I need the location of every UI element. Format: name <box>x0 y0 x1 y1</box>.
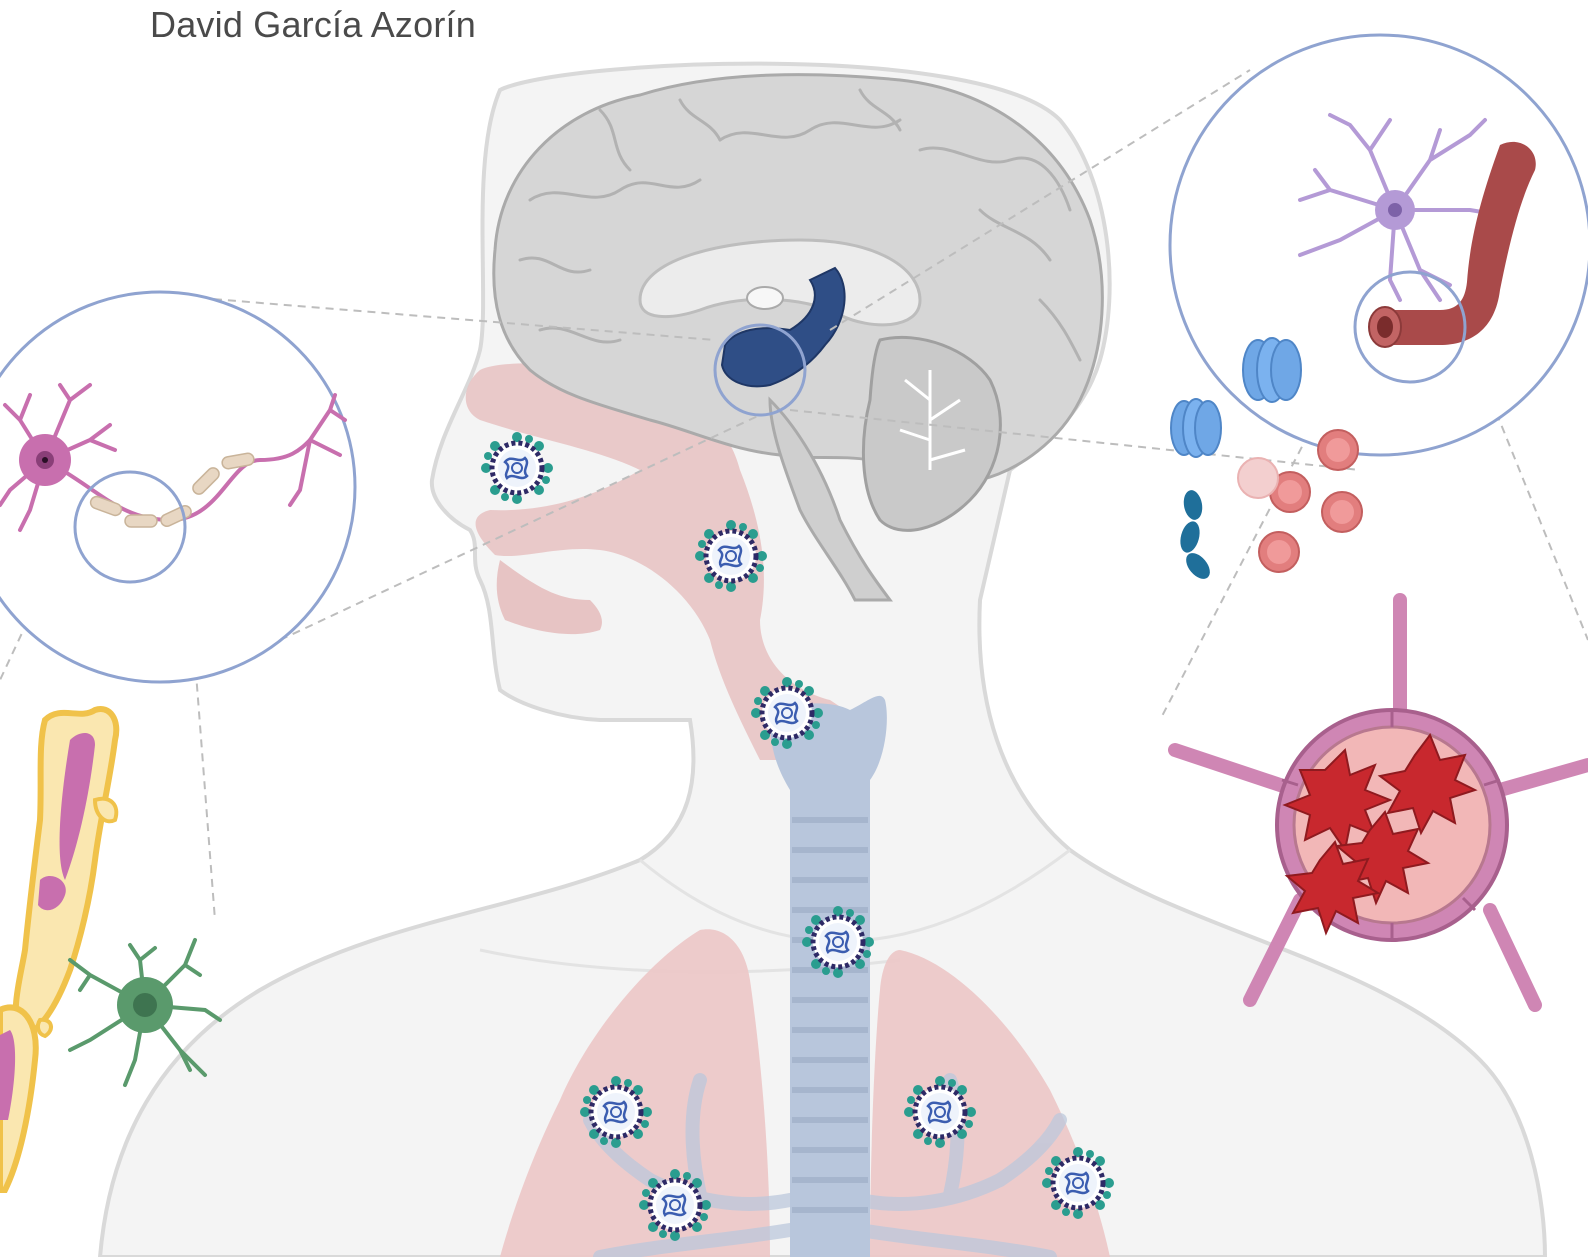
myelin-damage <box>0 709 116 1190</box>
antibody-icon <box>1177 489 1214 584</box>
neuron-callout <box>0 292 355 682</box>
neurovascular-callout <box>1170 35 1588 455</box>
